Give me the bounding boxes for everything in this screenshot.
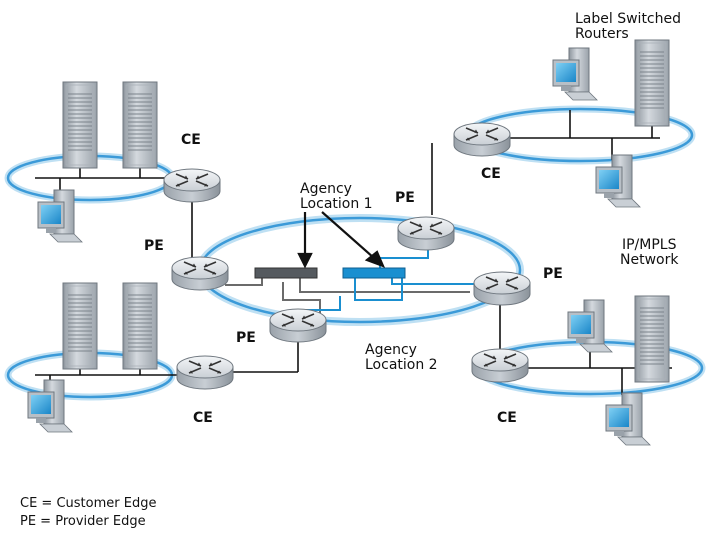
pe-label-top: PE (395, 190, 415, 206)
agency-location-2-bar (342, 267, 406, 279)
server-icon (62, 81, 98, 169)
router-icon-ce-bottom-left (176, 355, 234, 390)
ce-label-top-right: CE (481, 166, 501, 182)
ce-label-bottom-left: CE (193, 410, 213, 426)
server-icon (634, 39, 670, 127)
server-icon (122, 282, 158, 370)
lsr-label: Label Switched Routers (575, 12, 681, 42)
agency-location-1-label: Agency Location 1 (300, 182, 373, 212)
legend-pe: PE = Provider Edge (20, 514, 146, 529)
workstation-icon (552, 47, 598, 101)
legend-ce: CE = Customer Edge (20, 496, 157, 511)
server-icon (62, 282, 98, 370)
ipmpls-label-line2: Network (620, 252, 679, 268)
workstation-icon (605, 392, 651, 446)
ce-label-bottom-right: CE (497, 410, 517, 426)
agency-callout-arrows (297, 211, 386, 269)
agency-location-1-bar (254, 267, 318, 279)
agency-1-line2: Location 1 (300, 196, 373, 212)
pe-label-left: PE (144, 238, 164, 254)
ipmpls-label: IP/MPLS Network (620, 238, 678, 268)
router-icon-ce-top-right (453, 122, 511, 157)
router-icon-pe-top (397, 216, 455, 251)
lsr-label-line2: Routers (575, 26, 629, 42)
agency-2-line2: Location 2 (365, 357, 438, 373)
ce-label-top-left: CE (181, 132, 201, 148)
agency-2-line1: Agency (365, 342, 417, 358)
router-icon-pe-left (171, 256, 229, 291)
agency-location-2-label: Agency Location 2 (365, 343, 438, 373)
server-icon (122, 81, 158, 169)
router-icon-ce-top-left (163, 168, 221, 203)
pe-label-bottom: PE (236, 330, 256, 346)
ipmpls-label-line1: IP/MPLS (621, 237, 677, 253)
router-icon-pe-right (473, 271, 531, 306)
router-icon-ce-bottom-right (471, 348, 529, 383)
agency-1-line1: Agency (300, 181, 352, 197)
lsr-label-line1: Label Switched (575, 11, 682, 27)
pe-label-right: PE (543, 266, 563, 282)
router-icon-pe-bottom (269, 308, 327, 343)
server-icon (634, 295, 670, 383)
